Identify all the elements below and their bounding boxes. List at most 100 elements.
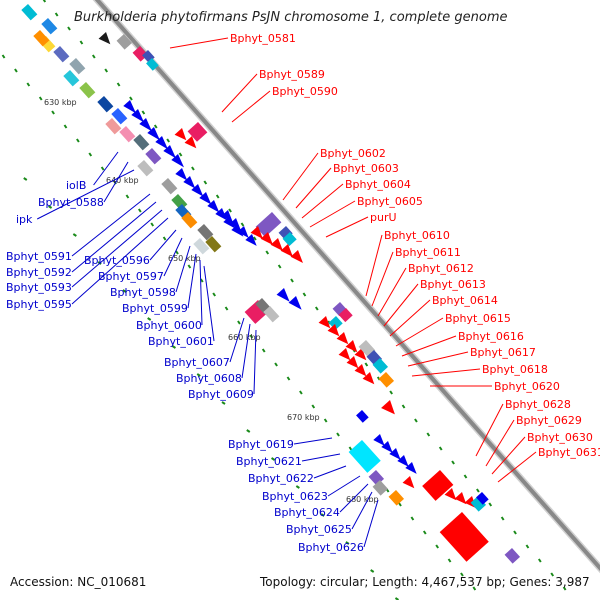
tick-mark [562, 586, 567, 591]
tick-mark [42, 0, 47, 3]
gene-arrow [346, 356, 359, 369]
tick-mark [370, 569, 375, 573]
gene-block [348, 439, 381, 473]
topology-text: Topology: circular; Length: 4,467,537 bp… [260, 575, 590, 589]
reverse-gene-label: Bphyt_0592 [6, 266, 72, 279]
forward-leader-line [411, 368, 481, 377]
tick-mark [460, 572, 464, 577]
tick-mark [26, 82, 31, 87]
gene-block [338, 308, 353, 323]
gene-block [133, 134, 150, 151]
reverse-leader-line [253, 329, 257, 395]
gene-arrow [221, 210, 233, 222]
forward-leader-line [497, 451, 537, 483]
reverse-leader-line [36, 169, 135, 220]
forward-gene-label: Bphyt_0629 [516, 414, 582, 427]
tick-mark [451, 460, 455, 465]
gene-arrow [280, 244, 293, 258]
reverse-leader-line [313, 465, 347, 479]
gene-block [137, 160, 154, 177]
gene-block [504, 547, 521, 564]
tick-mark [224, 306, 229, 311]
tick-mark [141, 110, 146, 115]
reverse-leader-line [351, 491, 373, 530]
tick-mark [67, 26, 71, 31]
tick-mark [414, 418, 418, 423]
forward-gene-label: Bphyt_0616 [458, 330, 524, 343]
tick-mark [271, 457, 276, 461]
gene-block [97, 95, 114, 113]
backbone-line [94, 0, 600, 572]
tick-mark [261, 348, 266, 353]
forward-leader-line [282, 152, 319, 201]
scale-label: 660 kbp [228, 333, 261, 342]
gene-block [41, 17, 58, 35]
gene-arrow [183, 176, 196, 189]
tick-mark [277, 264, 282, 269]
tick-mark [129, 96, 133, 101]
forward-leader-line [383, 283, 419, 327]
forward-gene-label: purU [370, 211, 397, 224]
tick-mark [345, 541, 350, 545]
gene-block [79, 82, 96, 99]
tick-mark [336, 432, 340, 437]
tick-mark [286, 376, 291, 381]
reverse-leader-line [229, 317, 245, 363]
tick-marks [1, 0, 567, 600]
scale-label: 630 kbp [44, 98, 77, 107]
reverse-leader-line [103, 161, 129, 203]
tick-mark [212, 292, 216, 297]
reverse-leader-line [363, 499, 379, 548]
tick-mark [537, 558, 542, 563]
forward-gene-label: Bphyt_0581 [230, 32, 296, 45]
reverse-leader-line [293, 437, 333, 445]
reverse-leader-line [71, 193, 151, 257]
gene-arrow [354, 348, 367, 361]
tick-mark [302, 292, 307, 297]
gene-arrow [454, 492, 467, 505]
tick-mark [72, 233, 77, 237]
reverse-gene-label: Bphyt_0601 [148, 335, 214, 348]
gene-arrow [245, 234, 257, 246]
forward-leader-line [491, 436, 526, 475]
gene-block [378, 372, 395, 388]
tick-mark [323, 418, 328, 423]
gene-arrow [444, 488, 457, 501]
reverse-gene-label: Bphyt_0625 [286, 523, 352, 536]
forward-gene-label: Bphyt_0611 [395, 246, 461, 259]
gene-block [53, 46, 70, 63]
forward-leader-line [301, 183, 344, 219]
tick-mark [191, 166, 195, 171]
gene-arrow [199, 192, 212, 205]
gene-arrow [354, 364, 367, 377]
tick-mark [253, 236, 257, 241]
forward-leader-line [365, 234, 383, 297]
tick-mark [237, 320, 241, 325]
gene-arrow [229, 218, 241, 230]
tick-mark [401, 404, 406, 409]
tick-mark [488, 502, 493, 507]
gene-block [33, 29, 50, 47]
gene-block [328, 316, 343, 331]
gene-arrow [276, 288, 290, 302]
forward-gene-label: Bphyt_0610 [384, 229, 450, 242]
gene-arrow [131, 109, 145, 123]
tick-mark [104, 68, 109, 73]
gene-block [69, 58, 86, 75]
gene-arrow [191, 184, 204, 197]
gene-block [282, 231, 297, 247]
reverse-gene-label: Bphyt_0623 [262, 490, 328, 503]
tick-mark [199, 278, 204, 283]
reverse-gene-label: Bphyt_0624 [274, 506, 340, 519]
forward-leader-line [325, 216, 369, 238]
gene-block [205, 235, 222, 253]
forward-gene-label: Bphyt_0630 [527, 431, 593, 444]
forward-gene-label: Bphyt_0613 [420, 278, 486, 291]
reverse-gene-label: Bphyt_0600 [136, 319, 202, 332]
reverse-gene-labels: iolBBphyt_0588ipkBphyt_0591Bphyt_0592Bph… [6, 151, 379, 554]
tick-mark [215, 194, 220, 199]
reverse-leader-line [149, 229, 177, 261]
forward-leader-line [295, 167, 332, 209]
reverse-leader-line [93, 151, 119, 186]
